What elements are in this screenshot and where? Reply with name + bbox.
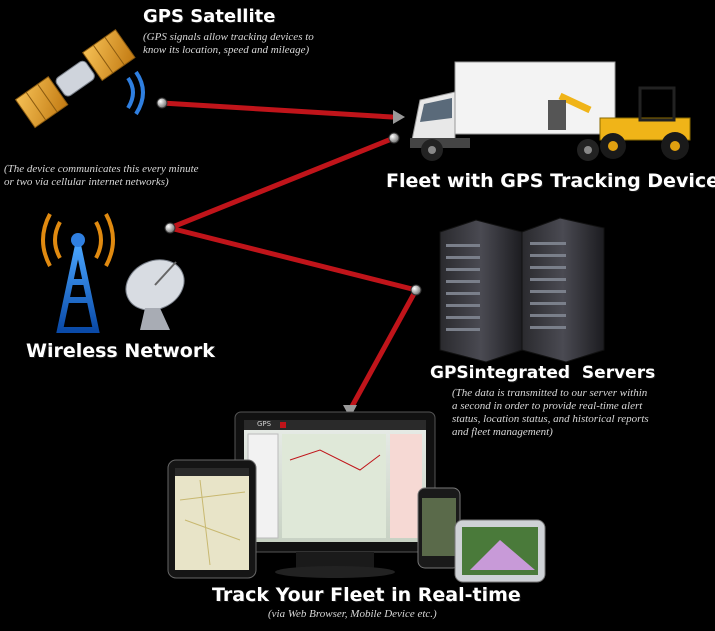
caption-line: (The data is transmitted to our server w… [452, 387, 649, 400]
monitor-brand-label: GPS [257, 420, 271, 428]
caption-line: a second in order to provide real-time a… [452, 400, 649, 413]
satellite-dish-icon [118, 251, 193, 330]
radio-tower-icon [43, 214, 113, 330]
caption-line: (via Web Browser, Mobile Device etc.) [268, 608, 437, 621]
satellite-caption: (GPS signals allow tracking devices to k… [143, 31, 314, 57]
devices-title: Track Your Fleet in Real-time [212, 584, 521, 606]
arrow-to-fleet-icon [393, 110, 405, 124]
servers-title: GPSintegrated Servers [430, 363, 655, 383]
caption-line: (The device communicates this every minu… [4, 163, 199, 176]
satellite-title: GPS Satellite [143, 6, 275, 27]
truck-icon [410, 62, 615, 161]
wireless-title: Wireless Network [26, 340, 215, 362]
server-rack-icon [440, 218, 604, 362]
satellite-icon [16, 30, 143, 128]
caption-line: status, location status, and historical … [452, 413, 649, 426]
phone-icon [418, 488, 460, 568]
caption-line: or two via cellular internet networks) [4, 176, 199, 189]
devices-caption: (via Web Browser, Mobile Device etc.) [268, 608, 437, 621]
connection-nodes [157, 98, 421, 295]
connection-links [162, 103, 416, 410]
tablet-icon [168, 460, 256, 578]
fleet-title: Fleet with GPS Tracking Device [386, 170, 715, 192]
caption-line: and fleet management) [452, 426, 649, 439]
caption-line: (GPS signals allow tracking devices to [143, 31, 314, 44]
monitor-icon [235, 412, 435, 578]
servers-caption: (The data is transmitted to our server w… [452, 387, 649, 439]
caption-line: know its location, speed and mileage) [143, 44, 314, 57]
gps-navigator-icon [455, 520, 545, 582]
fleet-caption: (The device communicates this every minu… [4, 163, 199, 189]
